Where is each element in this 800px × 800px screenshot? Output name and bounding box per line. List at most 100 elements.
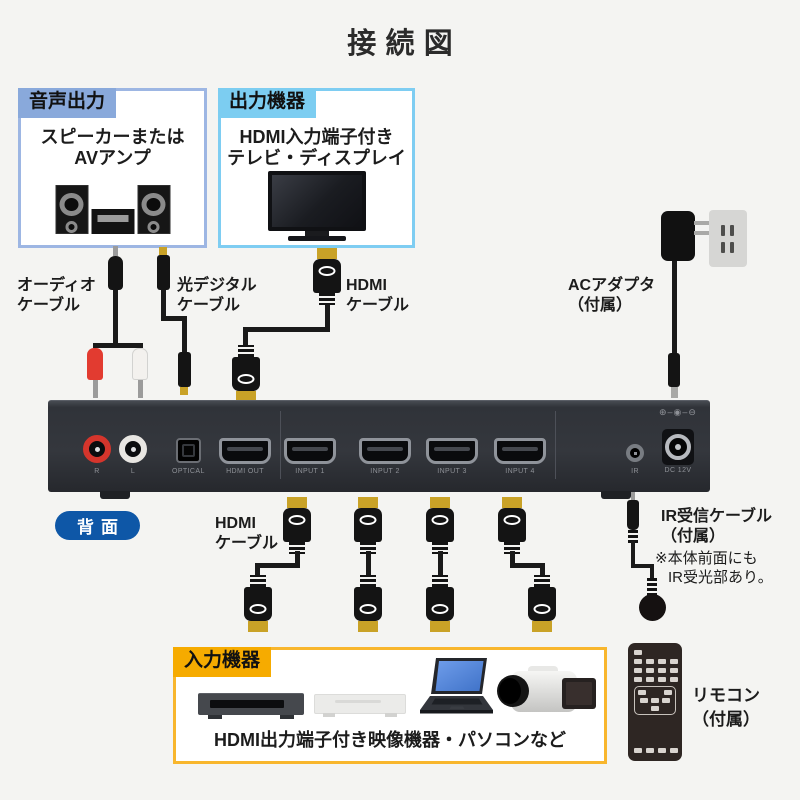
port-input-3: INPUT 3 [426, 438, 478, 475]
av-amp-icon [91, 209, 134, 234]
bluray-player-icon [198, 693, 304, 719]
ir-cable-note: ※本体前面にも IR受光部あり。 [655, 550, 773, 586]
remote-label: リモコン （付属） [692, 686, 760, 729]
port-ir: IR [626, 444, 644, 475]
optical-cable-line [160, 316, 187, 321]
ac-adapter-icon [661, 211, 695, 261]
hdmi-connector-source1-icon [243, 575, 272, 632]
optical-plug-top-icon [156, 247, 170, 290]
output-device-line1: HDMI入力端子付き [239, 127, 394, 147]
optical-port-icon [175, 438, 201, 463]
input-device-caption: HDMI出力端子付き映像機器・パソコンなど [214, 730, 566, 750]
ir-jack-icon [626, 444, 644, 462]
hdmi-in-cable-line [365, 551, 371, 578]
hdmi-port-icon [494, 438, 546, 464]
dc-jack-icon [662, 429, 694, 465]
hdmi-port-icon [359, 438, 411, 464]
adapter-cable-line [671, 261, 677, 354]
adapter-prong-icon [694, 231, 709, 235]
hdmi-connector-input3-icon [426, 497, 454, 554]
audio-output-box-label: 音声出力 [18, 88, 117, 118]
ir-receiver-neck-icon [647, 578, 657, 596]
rear-view-badge: 背面 [55, 511, 140, 540]
hdmi-connector-source4-icon [528, 575, 556, 632]
hdmi-in-cable-line [539, 563, 545, 578]
hdmi-connector-top-icon [313, 248, 341, 305]
adapter-prong-icon [694, 221, 709, 225]
ac-adapter-label: ACアダプタ （付属） [568, 277, 656, 314]
port-optical: OPTICAL [172, 438, 205, 475]
rca-plug-red-icon [87, 348, 103, 398]
speaker-right-icon [137, 185, 170, 234]
input-device-box: 入力機器 [173, 647, 607, 764]
hdmi-in-cable-line [437, 551, 443, 578]
device-foot [100, 491, 130, 499]
hdmi-port-icon [426, 438, 478, 464]
media-player-icon [314, 694, 406, 717]
port-hdmi-out: HDMI OUT [219, 438, 271, 475]
dc-plug-icon [668, 353, 680, 387]
wall-outlet-icon [709, 210, 747, 267]
audio-output-line2: AVアンプ [74, 148, 151, 168]
output-device-box-label: 出力機器 [218, 88, 317, 118]
hdmi-connector-input2-icon [354, 497, 382, 554]
audio-output-line1: スピーカーまたは [40, 127, 185, 147]
optical-cable-label: 光デジタル ケーブル [177, 277, 257, 314]
audio-output-box-text: スピーカーまたは AVアンプ [21, 127, 204, 169]
camcorder-icon [497, 666, 596, 712]
tv-icon [267, 171, 366, 241]
dc-plug-tip-icon [670, 387, 678, 398]
remote-control-icon [628, 643, 682, 761]
hdmi-connector-source3-icon [426, 575, 454, 632]
audio-cable-split-line [92, 343, 143, 348]
laptop-icon [420, 658, 493, 714]
remote-nav-cluster [634, 686, 676, 715]
optical-cable-line [181, 316, 187, 354]
port-audio-l: L [119, 435, 147, 475]
speaker-system-icon [55, 185, 170, 234]
hdmi-in-cable-line [255, 563, 300, 568]
rca-jack-white-icon [119, 435, 147, 463]
port-audio-r: R [83, 435, 111, 475]
hdmi-in-cable-line [509, 563, 545, 568]
dc-polarity-mark: ⊕–◉–⊖ [659, 407, 697, 417]
rca-jack-red-icon [83, 435, 111, 463]
hdmi-switcher-rear-panel: ⊕–◉–⊖ R L OPTICAL HDMI OUT INPUT 1 INPUT… [48, 400, 710, 492]
hdmi-connector-bottom-icon [231, 345, 260, 402]
output-device-line2: テレビ・ディスプレイ [227, 148, 406, 168]
port-input-1: INPUT 1 [284, 438, 336, 475]
speaker-left-icon [55, 185, 88, 234]
optical-cable-line [160, 290, 166, 321]
optical-plug-bottom-icon [177, 352, 191, 395]
rca-plug-white-icon [132, 348, 148, 398]
hdmi-out-cable-line [243, 327, 329, 332]
ir-plug-icon [627, 492, 639, 544]
port-input-4: INPUT 4 [494, 438, 546, 475]
hdmi-connector-source2-icon [354, 575, 382, 632]
panel-divider [280, 411, 281, 479]
hdmi-cable-label-top: HDMI ケーブル [346, 277, 410, 314]
hdmi-cable-label-bottom: HDMI ケーブル [215, 515, 279, 552]
ir-receiver-icon [639, 594, 666, 621]
ir-cable-line [650, 564, 654, 580]
hdmi-connector-input4-icon [498, 497, 526, 554]
panel-divider [555, 411, 556, 479]
output-device-box-text: HDMI入力端子付き テレビ・ディスプレイ [221, 127, 412, 169]
device-foot [601, 491, 631, 499]
ir-cable-label: IR受信ケーブル （付属） [661, 508, 773, 545]
hdmi-out-cable-line [324, 305, 330, 332]
port-dc-12v: DC 12V [662, 429, 694, 474]
hdmi-in-cable-line [255, 563, 260, 578]
output-device-box: 出力機器 HDMI入力端子付き テレビ・ディスプレイ [218, 88, 415, 248]
hdmi-out-cable-line [243, 327, 248, 347]
hdmi-in-cable-line [509, 551, 515, 568]
audio-output-box: 音声出力 スピーカーまたは AVアンプ [18, 88, 207, 248]
page-title: 接続図 [347, 28, 463, 60]
audio-cable-line [112, 290, 118, 345]
ir-cable-line [631, 564, 654, 568]
hdmi-connector-input1-icon [283, 497, 311, 554]
hdmi-in-cable-line [294, 551, 300, 568]
port-input-2: INPUT 2 [359, 438, 411, 475]
hdmi-port-icon [284, 438, 336, 464]
audio-miniplug-icon [107, 246, 123, 290]
